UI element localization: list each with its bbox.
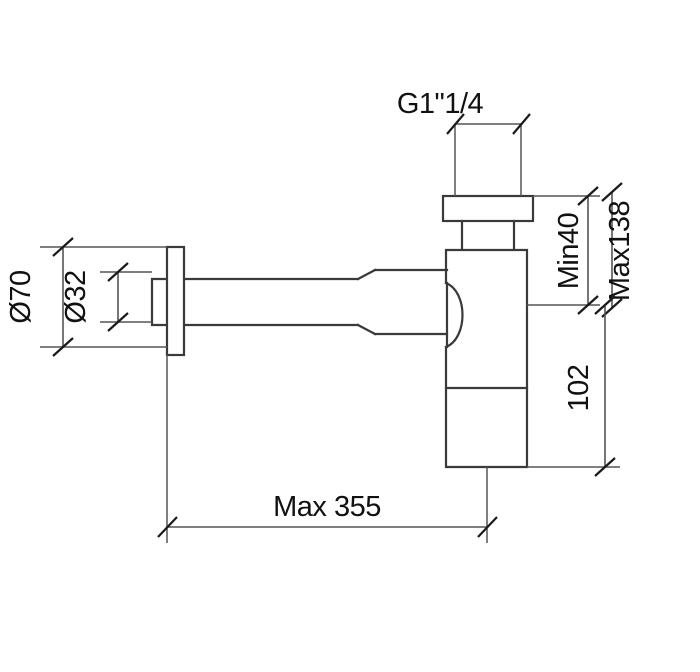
d32-tick-top bbox=[107, 262, 129, 282]
max355-tick-left bbox=[157, 516, 178, 538]
thread-tick-right bbox=[512, 113, 531, 135]
reach-max-label: Max 355 bbox=[273, 491, 381, 523]
wall-flange bbox=[165, 245, 186, 357]
dimension-height-min: Min40 bbox=[527, 186, 600, 315]
max138-tick-top bbox=[601, 182, 623, 202]
pipe-wall-stub bbox=[150, 277, 169, 327]
d102-tick-top bbox=[594, 295, 616, 315]
dimension-flange-diameter: Ø70 bbox=[5, 237, 167, 357]
pipe-taper-bottom bbox=[356, 323, 377, 336]
height-min-label: Min40 bbox=[553, 213, 585, 290]
dimension-body-height: 102 bbox=[527, 295, 620, 477]
dimension-height-max: Max138 bbox=[601, 182, 636, 318]
d70-tick-bottom bbox=[52, 337, 74, 357]
d32-tick-bottom bbox=[107, 312, 129, 332]
pipe-taper-top bbox=[356, 268, 377, 281]
body-height-label: 102 bbox=[563, 365, 595, 412]
bottle-body bbox=[444, 248, 529, 469]
d102-tick-bottom bbox=[594, 457, 616, 477]
pipe-diameter-label: Ø32 bbox=[60, 270, 92, 323]
thread-tick-left bbox=[446, 113, 465, 135]
max355-tick-right bbox=[477, 516, 498, 538]
flange-diameter-label: Ø70 bbox=[5, 270, 37, 323]
thread-size-label: G1"1/4 bbox=[397, 88, 484, 120]
min40-tick-top bbox=[577, 186, 599, 206]
inlet-collar bbox=[441, 194, 535, 223]
min40-tick-bottom bbox=[577, 295, 599, 315]
height-max-label: Max138 bbox=[604, 201, 636, 301]
dimension-reach-max: Max 355 bbox=[157, 355, 498, 543]
pipe-curve bbox=[444, 281, 464, 349]
dimension-thread-size: G1"1/4 bbox=[397, 88, 531, 196]
dimension-pipe-diameter: Ø32 bbox=[60, 262, 152, 332]
d70-tick-top bbox=[52, 237, 74, 257]
